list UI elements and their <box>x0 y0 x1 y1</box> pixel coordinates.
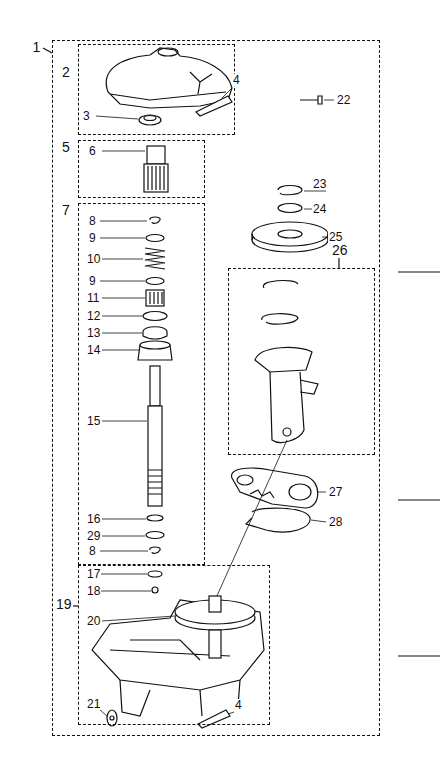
dashed-group-box: 26 <box>228 268 375 455</box>
callout-number: 4 <box>234 699 243 711</box>
callout-number: 10 <box>86 253 101 265</box>
callout-number: 25 <box>328 231 343 243</box>
callout-number: 1 <box>32 40 42 54</box>
callout-number: 9 <box>88 232 97 244</box>
callout-number: 8 <box>88 215 97 227</box>
callout-number: 17 <box>86 568 101 580</box>
callout-number: 9 <box>88 275 97 287</box>
callout-number: 6 <box>88 145 97 157</box>
callout-number: 28 <box>328 516 343 528</box>
callout-number: 13 <box>86 327 101 339</box>
callout-number: 22 <box>336 94 351 106</box>
callout-number: 5 <box>61 140 71 154</box>
callout-number: 26 <box>331 243 349 257</box>
callout-number: 19 <box>55 597 73 611</box>
callout-number: 4 <box>232 74 241 86</box>
callout-number: 3 <box>82 110 91 122</box>
callout-number: 15 <box>86 415 101 427</box>
callout-number: 24 <box>312 203 327 215</box>
callout-number: 27 <box>328 486 343 498</box>
callout-number: 11 <box>86 292 100 304</box>
callout-number: 2 <box>61 65 71 79</box>
callout-number: 23 <box>312 178 327 190</box>
callout-number: 29 <box>86 530 101 542</box>
dashed-group-box: 2 <box>78 44 235 135</box>
dashed-group-box: 12572619 <box>52 40 380 736</box>
callout-number: 16 <box>86 513 101 525</box>
callout-number: 14 <box>86 344 101 356</box>
callout-number: 21 <box>86 698 101 710</box>
callout-number: 20 <box>86 615 101 627</box>
callout-number: 18 <box>86 585 101 597</box>
callout-number: 12 <box>86 310 101 322</box>
callout-number: 8 <box>88 545 97 557</box>
callout-number: 7 <box>61 203 71 217</box>
